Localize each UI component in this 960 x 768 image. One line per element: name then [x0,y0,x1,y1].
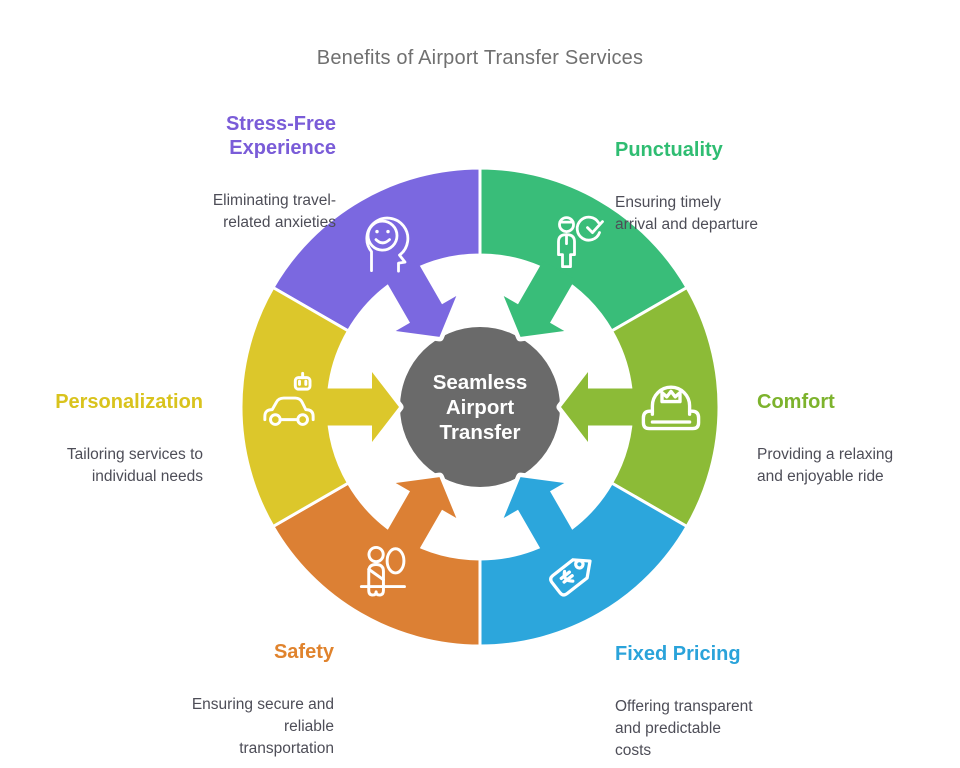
segment-description: Eliminating travel- related anxieties [212,192,336,231]
segment-label-safety: Safety Ensuring secure and reliable tran… [192,622,334,768]
segment-title: Punctuality [615,139,723,161]
segment-label-fixed-pricing: Fixed Pricing Offering transparent and p… [615,624,753,768]
arrow-fixed-pricing [503,477,575,554]
arrow-safety [385,477,457,554]
segment-label-stress-free-experience: Stress-Free Experience Eliminating trave… [213,94,336,252]
segment-title: Fixed Pricing [615,643,741,665]
head-smile-icon [365,216,410,273]
seatbelt-person-icon [359,545,406,597]
segment-description: Ensuring timely arrival and departure [615,194,759,233]
segment-label-punctuality: Punctuality Ensuring timely arrival and … [615,120,758,254]
segment-description: Ensuring secure and reliable transportat… [191,696,334,757]
center-label: Seamless Airport Transfer [432,371,528,444]
segment-title: Comfort [757,391,835,413]
segment-title: Stress-Free Experience [225,113,336,159]
segment-description: Tailoring services to individual needs [66,446,203,485]
arrow-comfort [561,372,638,442]
segment-label-personalization: Personalization Tailoring services to in… [55,372,203,506]
segment-description: Providing a relaxing and enjoyable ride [757,446,894,485]
arrow-stress-free-experience [385,260,457,337]
person-check-icon [557,215,604,269]
segment-title: Personalization [55,391,203,413]
segment-label-comfort: Comfort Providing a relaxing and enjoyab… [757,372,893,506]
segment-description: Offering transparent and predictable cos… [615,698,753,759]
segment-title: Safety [273,641,334,663]
arrow-personalization [322,372,399,442]
price-tag-icon [549,558,592,597]
segment-arc-personalization [239,285,351,529]
smart-car-icon [263,371,315,426]
diagram-title: Benefits of Airport Transfer Services [316,47,644,69]
arrow-punctuality [503,260,575,337]
armchair-crown-icon [641,385,701,431]
center-circle [400,327,560,487]
